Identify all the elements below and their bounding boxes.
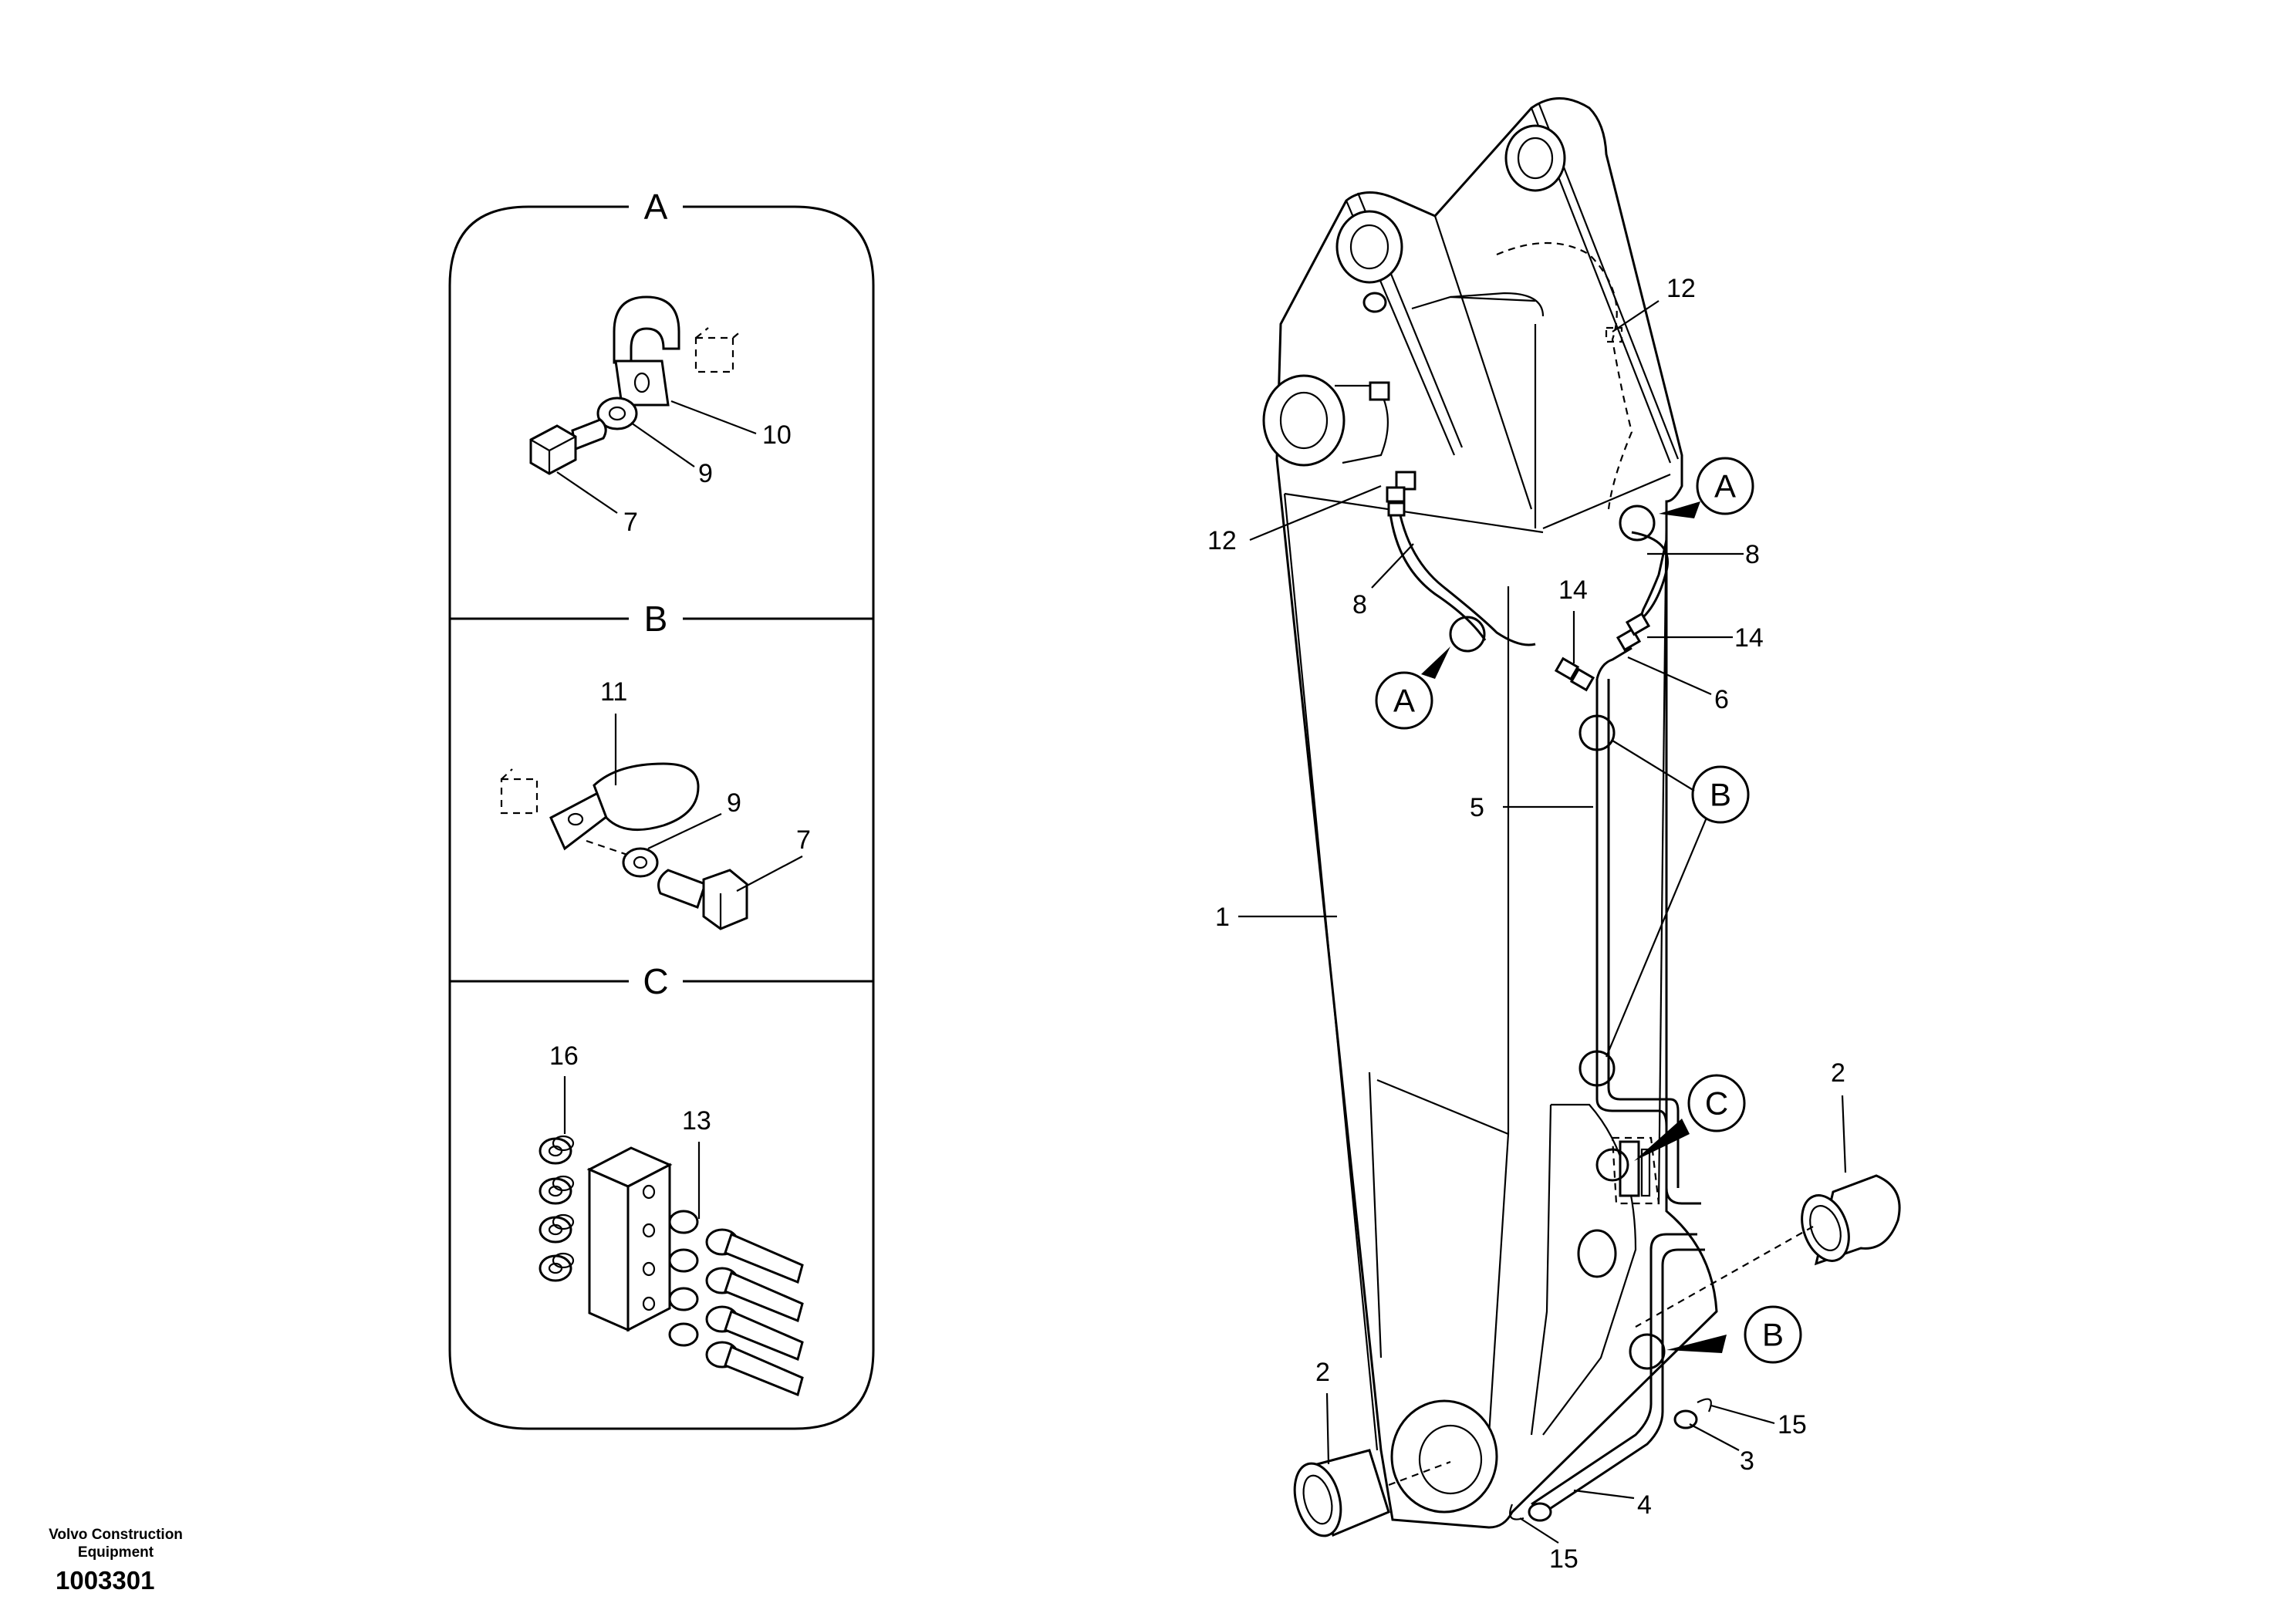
arm-part-1	[1275, 97, 1718, 1529]
clamp-part-10	[613, 295, 743, 407]
svg-text:B: B	[1710, 777, 1731, 813]
detail-markers	[1449, 505, 1666, 1370]
callout-14-left: 14	[1558, 575, 1588, 605]
bubble-b-upper: B	[1691, 765, 1750, 824]
detail-a-parts: 10 9 7	[529, 295, 792, 537]
callout-13: 13	[682, 1106, 711, 1136]
clamp-part-11	[500, 762, 700, 851]
pipe-part-5	[1595, 679, 1701, 1205]
bubble-c: C	[1687, 1074, 1746, 1132]
callout-15-bottom: 15	[1549, 1544, 1578, 1574]
callout-8-left: 8	[1352, 590, 1367, 619]
bubble-b-lower: B	[1744, 1305, 1802, 1364]
svg-text:B: B	[1762, 1317, 1784, 1353]
main-callouts: 12 12 8 8 14 14 6 5 1 2 2 15 3 4 15	[1207, 274, 1847, 1574]
bushing-part-2-right	[1801, 1174, 1901, 1266]
pipe-part-4	[1531, 1233, 1697, 1506]
callout-9: 9	[698, 459, 713, 488]
fitting-part-3	[1528, 1409, 1698, 1522]
svg-text:C: C	[1705, 1085, 1728, 1122]
section-label-a: A	[644, 187, 668, 227]
svg-text:A: A	[1714, 468, 1736, 505]
svg-text:A: A	[1393, 683, 1415, 719]
fitting-part-12-top	[1605, 326, 1623, 343]
detail-b-parts: 11 9 7	[500, 677, 811, 930]
brand-label: Volvo Construction Equipment	[49, 1527, 183, 1561]
callout-8-right: 8	[1745, 540, 1760, 569]
callout-14-right: 14	[1734, 623, 1764, 653]
hose-part-8-left	[1395, 493, 1536, 646]
section-label-c: C	[643, 961, 668, 1001]
callout-1: 1	[1215, 903, 1230, 932]
top-pin-boss	[1504, 124, 1566, 192]
mid-pin-boss	[1262, 374, 1389, 467]
bolt-part-7	[529, 418, 607, 475]
callout-6: 6	[1714, 685, 1729, 714]
fitting-part-14-left	[1554, 656, 1595, 692]
bolt-part-7b	[657, 869, 748, 930]
section-label-b: B	[644, 599, 668, 639]
pipe-assembly	[1386, 326, 1712, 1522]
callout-9b: 9	[727, 788, 741, 818]
fitting-part-14-right	[1616, 612, 1651, 652]
hose-fittings	[668, 1210, 804, 1397]
callout-12-left: 12	[1207, 526, 1237, 555]
detail-c-parts: 16 13	[539, 1041, 804, 1397]
callout-12-top: 12	[1666, 274, 1696, 303]
callout-2-left: 2	[1315, 1358, 1330, 1387]
hose-part-8-right	[1631, 531, 1669, 619]
arm-assembly	[1262, 97, 1718, 1529]
bubble-a-top: A	[1696, 457, 1754, 515]
callout-16: 16	[549, 1041, 579, 1071]
detail-views-panel: A B C	[448, 185, 875, 1430]
washer-part-9	[596, 397, 638, 430]
bubble-a-left: A	[1375, 671, 1433, 730]
callout-7b: 7	[796, 825, 811, 855]
pipe-part-6	[1595, 646, 1633, 680]
callout-15-right: 15	[1778, 1410, 1807, 1439]
bushing-part-2-left	[1293, 1449, 1390, 1537]
leader-arrows	[1421, 501, 1727, 1353]
callout-4: 4	[1637, 1490, 1652, 1520]
bottom-pin-boss	[1390, 1399, 1498, 1514]
callout-2-right: 2	[1831, 1058, 1845, 1088]
callout-3: 3	[1740, 1446, 1754, 1476]
document-number: 1003301	[56, 1566, 155, 1595]
manifold-block-part-c	[1611, 1136, 1660, 1205]
fittings-part-16	[539, 1135, 575, 1282]
callout-11: 11	[600, 677, 627, 707]
upper-pin-boss	[1335, 210, 1403, 284]
callout-10: 10	[762, 420, 792, 450]
callout-7: 7	[623, 508, 638, 537]
fitting-part-12-left	[1386, 486, 1406, 517]
washer-part-9b	[622, 847, 659, 878]
callout-5: 5	[1470, 793, 1484, 822]
manifold-block-part-13	[586, 1146, 673, 1332]
